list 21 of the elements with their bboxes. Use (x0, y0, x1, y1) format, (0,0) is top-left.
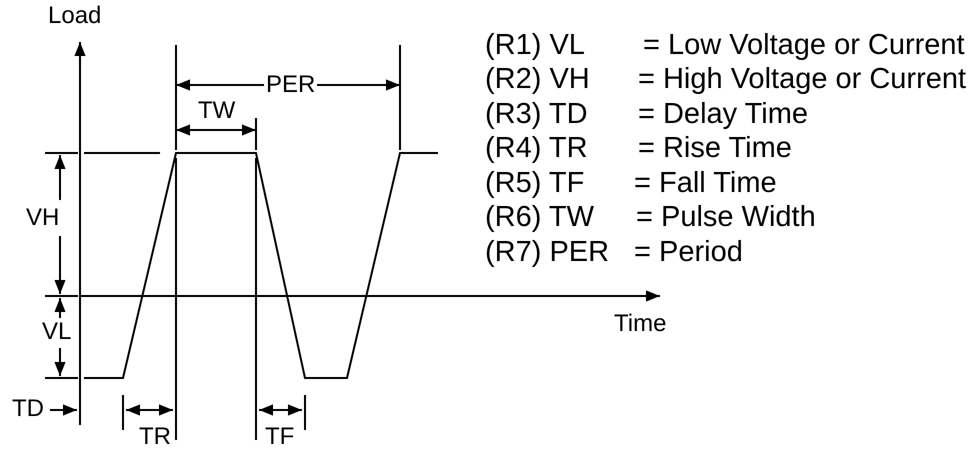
legend-term: (R7) PER (484, 238, 610, 267)
legend-term: (R6) TW (484, 203, 596, 232)
legend-term: (R2) VH (484, 65, 591, 94)
legend-definition: = Low Voltage or Current (642, 31, 966, 60)
legend-definition: = Pulse Width (635, 203, 817, 232)
dimension-label: VH (25, 206, 60, 230)
axis-label: Time (613, 312, 668, 336)
legend-definition: = Fall Time (633, 169, 778, 198)
legend-definition: = Rise Time (637, 134, 793, 163)
dimension-label: TD (11, 397, 45, 421)
legend-definition: = Period (633, 238, 744, 267)
legend-term: (R1) VL (484, 31, 586, 60)
dimension-label: VL (41, 320, 72, 344)
legend-definition: = Delay Time (637, 100, 810, 129)
legend-definition: = High Voltage or Current (637, 65, 968, 94)
legend-term: (R3) TD (484, 100, 589, 129)
legend-term: (R5) TF (484, 169, 586, 198)
axis-label: Load (47, 4, 102, 28)
dimension-label: TR (138, 425, 172, 449)
legend-term: (R4) TR (484, 134, 589, 163)
dimension-label: TF (264, 425, 296, 449)
